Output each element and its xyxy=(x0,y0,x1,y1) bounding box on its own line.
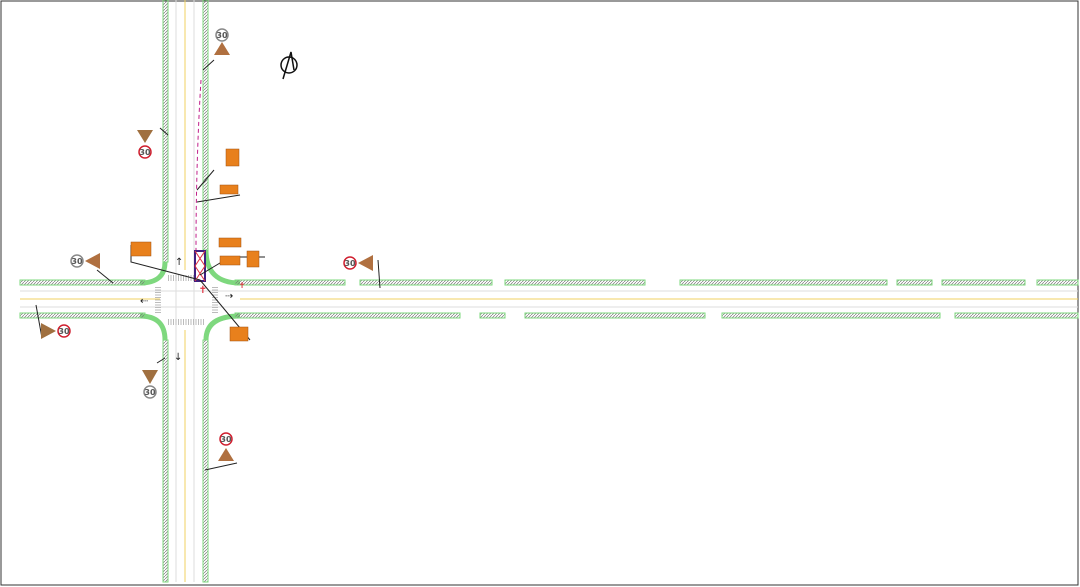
lane-arrows: ⇠ ⇢ ↓ ↑ xyxy=(140,257,233,363)
svg-text:30: 30 xyxy=(216,31,228,40)
speed-sign-se: 30 xyxy=(218,432,234,461)
svg-text:30: 30 xyxy=(58,327,70,336)
speed-sign-wn: 30 xyxy=(70,253,100,269)
svg-text:✝: ✝ xyxy=(199,285,207,296)
work-zone-closure: ✝ ✝ xyxy=(194,250,246,296)
svg-text:⇢: ⇢ xyxy=(225,291,233,302)
svg-text:↑: ↑ xyxy=(175,257,183,268)
east-west-road xyxy=(19,279,1079,319)
svg-text:30: 30 xyxy=(144,388,156,397)
svg-text:30: 30 xyxy=(71,257,83,266)
speed-signs: 30 30 30 30 30 30 30 xyxy=(41,28,373,461)
speed-sign-nw: 30 xyxy=(137,130,153,159)
svg-text:⇠: ⇠ xyxy=(140,296,149,307)
speed-sign-sw: 30 xyxy=(142,370,158,399)
speed-sign-e: 30 xyxy=(343,255,373,271)
svg-text:↓: ↓ xyxy=(174,352,182,363)
speed-sign-ws: 30 xyxy=(41,323,71,339)
north-arrow-icon xyxy=(280,51,298,80)
speed-sign-ne: 30 xyxy=(214,28,230,55)
svg-text:✝: ✝ xyxy=(239,281,246,290)
svg-text:30: 30 xyxy=(139,148,151,157)
svg-text:30: 30 xyxy=(344,259,356,268)
work-signs xyxy=(130,148,260,342)
svg-text:30: 30 xyxy=(220,435,232,444)
